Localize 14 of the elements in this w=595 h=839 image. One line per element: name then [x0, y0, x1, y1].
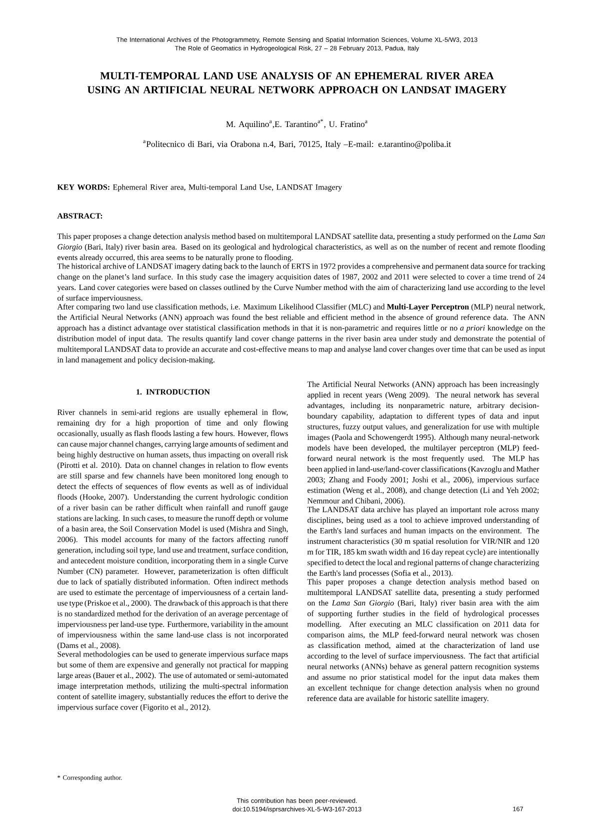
body-paragraph: The Artificial Neural Networks (ANN) approach has been increasingly applied in recent years (Weng 2009). The neural network has several advantages, including its nonparametric nature, arbitrary decision-boundary capability, adaptation to different types of data and input structures, fuzzy output values, and generalization for use with multiple images (Paola and Schowengerdt 1995). Although many neural-network models have been developed, the multilayer perceptron (MLP) feed-forward neural network is the most frequently used. The MLP has been applied in land-use/land-cover classifications (Kavzoglu and Mather 2003; Zhang and Foody 2001; Joshi et al., 2006), impervious surface estimation (Weng et al., 2008), and change detection (Li and Yeh 2002; Nemmour and Chibani, 2006). [307, 381, 540, 506]
abstract-paragraph: After comparing two land use classification methods, i.e. Maximum Likelihood Classifier (MLC) and Multi-Layer Perceptron (MLP) neural network, the Artificial Neural Networks (ANN) approach was found the best reliable and efficient method in the absence of ground reference data. The ANN approach has a distinct advantage over statistical classification methods in that it is non-parametric and requires little or no a priori knowledge on the distribution model of input data. The results quantify land cover change patterns in the river basin area under study and demonstrate the potential of multitemporal LANDSAT data to provide an accurate and cost-effective means to map and analyse land cover changes over time that can be used as input in land management and policy decision-making. [57, 304, 546, 364]
keywords: KEY WORDS: Ephemeral River area, Multi-temporal Land Use, LANDSAT Imagery [57, 184, 342, 192]
section-heading: ABSTRACT: [57, 213, 102, 219]
paper-title: MULTI-TEMPORAL LAND USE ANALYSIS OF AN EPHEMERAL RIVER AREA USING AN ARTIFICIAL NEURAL NETWORK APPROACH ON LANDSAT IMAGERY [88, 72, 507, 94]
body-paragraph: The LANDSAT data archive has played an important role across many disciplines, being used as a tool to achieve improved understanding of the Earth's land surfaces and human impacts on the environment. The instrument characteristics (30 m spatial resolution for VIR/NIR and 120 m for TIR, 185 km swath width and 16 day repeat cycle) are intentionally specified to detect the local and regional patterns of change characterizing the Earth's land processes (Sofia et al., 2013). [307, 506, 540, 578]
body-paragraph: This paper proposes a change detection analysis method based on multitemporal LANDSAT satellite data, presenting a study performed on the Lama San Giorgio (Bari, Italy) river basin area with the aim of supporting further studies in the field of hydrological processes modelling. After executing an MLC classification on 2011 data for comparison aims, the MLP feed-forward neural network was chosen as classification method, aimed at the characterization of land use according to the level of surface imperviousness. The fact that artificial neural networks (ANNs) behave as general pattern recognition systems and assume no prior statistical model for the input data makes them an excellent technique for change detection analysis when no ground reference data are available for historic satellite imagery. [307, 578, 540, 703]
body-paragraph: River channels in semi-arid regions are usually ephemeral in flow, remaining dry for a high proportion of time and only flowing occasionally, usually as flash floods lasting a few hours. However, flows can cause major channel changes, carrying large amounts of sediment and being highly destructive on human assets, thus impacting on overall risk (Pirotti et al. 2010). Data on channel changes in relation to flow events are still sparse and few channels have been monitored long enough to detect the effects of sequences of flow events as well as of individual floods (Hooke, 2007). Understanding the current hydrologic condition of a river basin can be rather difficult when rainfall and runoff gauge stations are lacking. In such cases, to measure the runoff depth or volume of a basin area, the Soil Conservation Model is used (Mishra and Singh, 2006). This model accounts for many of the factors affecting runoff generation, including soil type, land use and treatment, surface condition, and antecedent moisture condition, incorporating them in a single Curve Number (CN) parameter. However, parameterization is often difficult due to lack of spatially distributed information. Often indirect methods are used to estimate the percentage of imperviousness of a certain land-use type (Priskoe et al., 2000). The drawback of this approach is that there is no standardized method for the derivation of an average percentage of imperviousness per land-use type. Furthermore, variability in the amount of imperviousness within the same land-use class is not incorporated (Dams et al., 2008). [57, 409, 288, 650]
section-heading: 1. INTRODUCTION [136, 389, 210, 395]
abstract-paragraph: The historical archive of LANDSAT imagery dating back to the launch of ERTS in 1972 provides a comprehensive and permanent data source for tracking change on the planet’s land surface. In this study case the imagery acquisition dates of 1987, 2002 and 2011 were selected to cover a time trend of 24 years. Land cover categories were based on classes outlined by the Curve Number method with the aim of characterizing land use according to the level of surface imperviousness. [57, 263, 546, 302]
author-list: M. Aquilino$^{a}$,E. Tarantino$^{a*}$, U. Fratino$^{a}$ [226, 119, 368, 129]
affiliation: $^{a}$Politecnico di Bari, via Orabona n.4, Bari, 70125, Italy –E-mail: e.tarantino@poliba.it [143, 140, 451, 149]
abstract-paragraph: This paper proposes a change detection analysis method based on multitemporal LANDSAT satellite data, presenting a study performed on the Lama San Giorgio (Bari, Italy) river basin area. Based on its geological and hydrological characteristics, as well as on the number of recent and remote flooding events already occurred, this area seems to be naturally prone to flooding. [57, 233, 546, 262]
body-paragraph: Several methodologies can be used to generate impervious surface maps but some of them are expensive and generally not practical for mapping large areas (Bauer et al., 2002). The use of automated or semi-automated image interpretation methods, utilizing the multi-spectral information content of satellite imagery, substantially reduces the effort to derive the impervious surface cover (Figorito et al., 2012). [57, 651, 288, 712]
